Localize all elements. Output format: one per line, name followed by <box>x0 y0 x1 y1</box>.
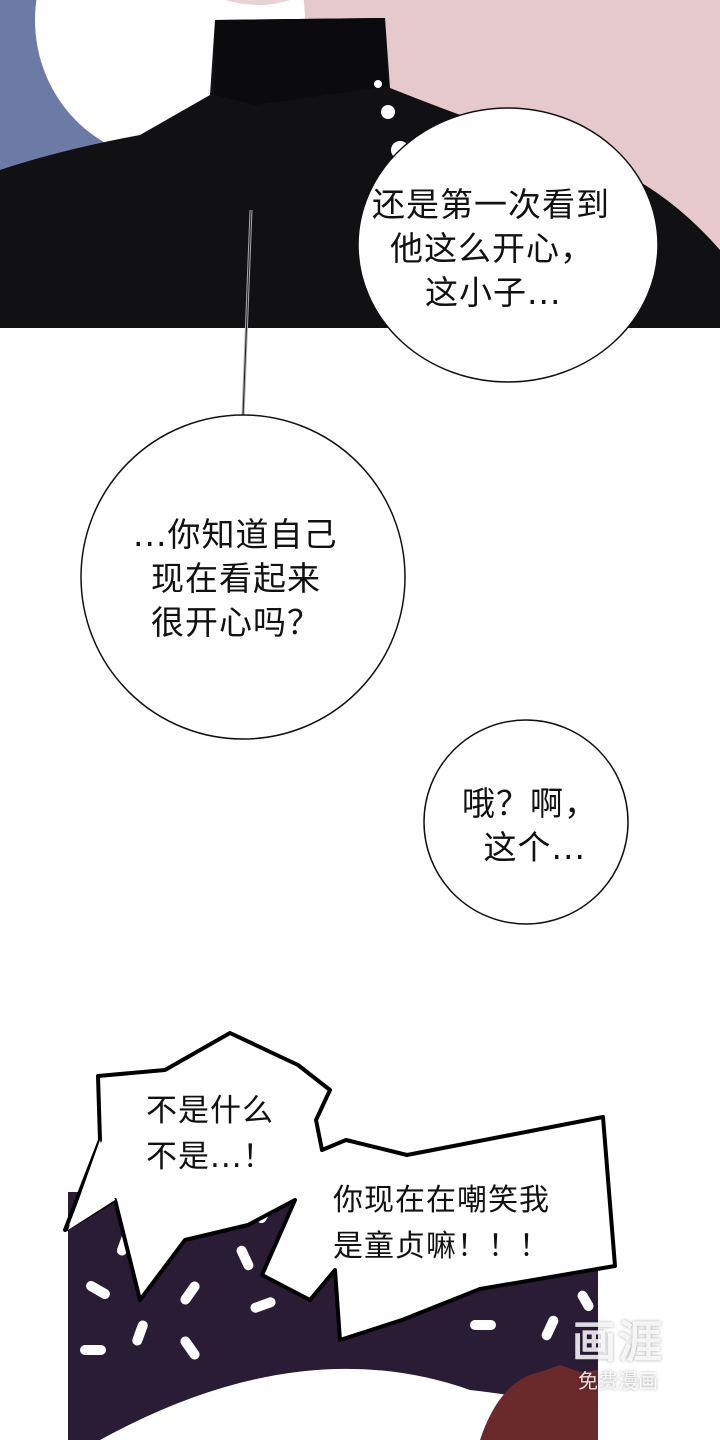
bubble-line: 他这么开心， <box>390 229 594 268</box>
bubble-text: 不是什么不是...！ <box>146 1088 275 1180</box>
top-panel <box>0 0 720 383</box>
bubble-line: 是童贞嘛！！！ <box>333 1229 550 1264</box>
bubble-text: 哦？啊， 这个... <box>462 782 598 870</box>
watermark-logo: 画涯免费漫画 <box>572 1318 664 1394</box>
bubble-line: 很开心吗？ <box>151 603 321 642</box>
bubble-line: 不是什么 <box>146 1093 274 1129</box>
speech-bubble-circle <box>80 414 406 740</box>
bubble-text: 还是第一次看到他这么开心， 这小子... <box>372 183 610 315</box>
shout-bubble <box>63 1031 617 1342</box>
bubble-line: 这小子... <box>402 273 562 312</box>
bubble-line: 现在看起来 <box>151 559 321 598</box>
bubble-text: 你现在在嘲笑我是童贞嘛！！！ <box>333 1178 550 1270</box>
bubble-line: ...你知道自己 <box>133 515 338 554</box>
watermark-logo-text: 画涯 <box>572 1317 664 1368</box>
bubble-text: ...你知道自己现在看起来很开心吗？ <box>133 513 337 645</box>
bubble-line: 你现在在嘲笑我 <box>333 1183 550 1218</box>
bubble-line: 这个... <box>472 828 586 867</box>
watermark-tagline: 免费漫画 <box>578 1369 658 1393</box>
bubble-line: 不是...！ <box>146 1139 275 1175</box>
speech-bubble-circle <box>423 719 629 925</box>
bubble-line: 哦？啊， <box>462 784 598 823</box>
bubble-line: 还是第一次看到 <box>372 185 610 224</box>
